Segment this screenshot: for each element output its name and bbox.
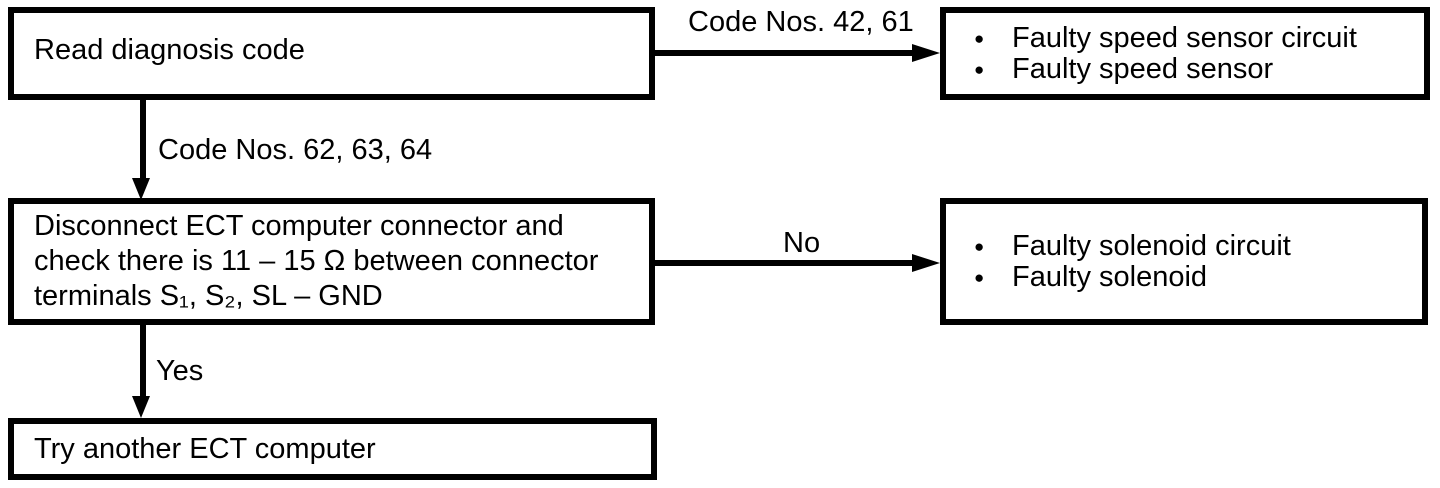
list-item: ● Faulty speed sensor xyxy=(974,52,1424,85)
node-read-diagnosis-code: Read diagnosis code xyxy=(8,7,655,100)
bullet-icon: ● xyxy=(974,236,985,256)
edge-line-code-42-61 xyxy=(655,50,918,56)
bullet-icon: ● xyxy=(974,28,985,48)
bullet-icon: ● xyxy=(974,267,985,287)
list-item: ● Faulty solenoid xyxy=(974,260,1422,293)
list-item-label: Faulty speed sensor xyxy=(1012,52,1274,85)
node-disconnect-ect-connector: Disconnect ECT computer connector and ch… xyxy=(8,198,655,325)
node-read-diagnosis-code-label: Read diagnosis code xyxy=(34,34,305,66)
node-try-another-ect-computer: Try another ECT computer xyxy=(8,418,657,480)
list-item-label: Faulty solenoid xyxy=(1012,260,1208,293)
node-disconnect-line-2: check there is 11 – 15 Ω between connect… xyxy=(34,245,599,277)
arrowhead-right-icon xyxy=(912,44,940,62)
edge-line-yes xyxy=(140,325,146,398)
edge-line-code-62-63-64 xyxy=(140,100,146,180)
edge-label-yes: Yes xyxy=(156,355,204,387)
arrowhead-down-icon xyxy=(132,396,150,418)
node-faulty-speed-sensor: ● Faulty speed sensor circuit ● Faulty s… xyxy=(940,7,1430,100)
list-item-label: Faulty solenoid circuit xyxy=(1012,229,1291,262)
arrowhead-down-icon xyxy=(132,178,150,200)
edge-label-no: No xyxy=(783,227,821,259)
node-disconnect-line-3: terminals S₁, S₂, SL – GND xyxy=(34,280,383,312)
edge-label-code-42-61: Code Nos. 42, 61 xyxy=(688,6,914,38)
list-item: ● Faulty solenoid circuit xyxy=(974,229,1422,262)
node-try-another-label: Try another ECT computer xyxy=(34,432,376,465)
list-item-label: Faulty speed sensor circuit xyxy=(1012,21,1357,54)
list-item: ● Faulty speed sensor circuit xyxy=(974,21,1424,54)
edge-line-no xyxy=(655,260,918,266)
edge-label-code-62-63-64: Code Nos. 62, 63, 64 xyxy=(158,134,433,166)
bullet-icon: ● xyxy=(974,59,985,79)
arrowhead-right-icon xyxy=(912,254,940,272)
node-faulty-solenoid: ● Faulty solenoid circuit ● Faulty solen… xyxy=(940,198,1428,325)
node-disconnect-line-1: Disconnect ECT computer connector and xyxy=(34,210,564,242)
